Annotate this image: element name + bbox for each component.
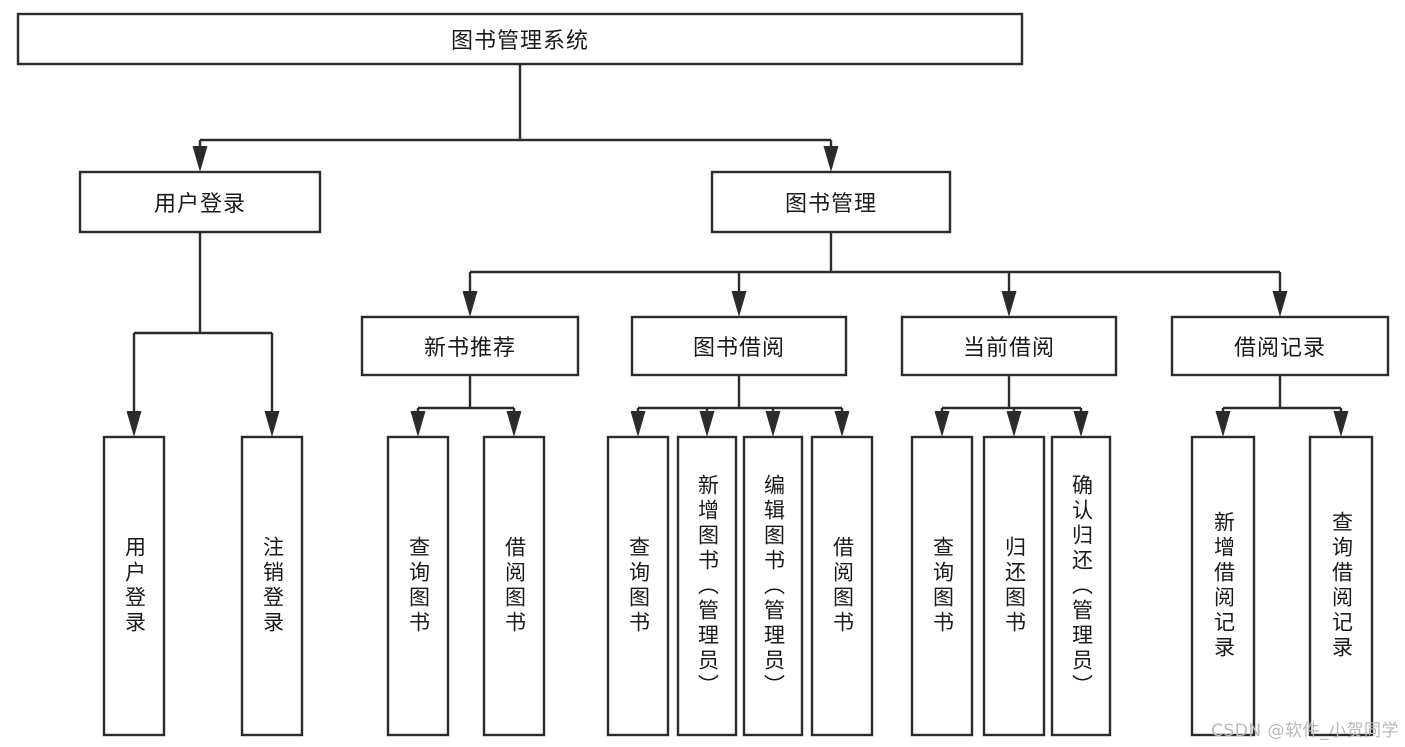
arrow-head-icon	[462, 291, 478, 317]
node-box-leaf-9[interactable]	[910, 435, 974, 737]
arrow-head-icon	[1001, 291, 1017, 317]
node-box-leaf-5[interactable]	[606, 435, 670, 737]
arrow-head-icon	[765, 411, 781, 437]
arrow-head-icon	[192, 146, 208, 172]
edge-group-login	[126, 232, 280, 437]
node-box-recommend[interactable]	[360, 315, 580, 377]
node-box-leaf-1[interactable]	[102, 435, 166, 737]
node-box-leaf-11[interactable]	[1050, 435, 1112, 737]
arrow-head-icon	[1333, 411, 1349, 437]
edge-group-recommend	[410, 375, 522, 437]
arrow-head-icon	[1215, 411, 1231, 437]
node-box-records[interactable]	[1170, 315, 1390, 377]
node-box-leaf-6[interactable]	[676, 435, 738, 737]
edge-group-bookmgmt	[462, 232, 1288, 317]
node-box-login[interactable]	[78, 170, 322, 234]
arrow-head-icon	[126, 411, 142, 437]
node-box-bookmgmt[interactable]	[710, 170, 952, 234]
node-box-leaf-7[interactable]	[742, 435, 804, 737]
edge-group-borrow	[630, 375, 850, 437]
arrow-head-icon	[699, 411, 715, 437]
node-box-leaf-2[interactable]	[240, 435, 304, 737]
arrow-head-icon	[1006, 411, 1022, 437]
edge-group-current	[934, 375, 1089, 437]
arrow-head-icon	[1073, 411, 1089, 437]
arrow-head-icon	[823, 146, 839, 172]
arrow-head-icon	[410, 411, 426, 437]
nodes-layer	[16, 12, 1390, 737]
arrow-head-icon	[630, 411, 646, 437]
arrow-head-icon	[264, 411, 280, 437]
node-box-borrow[interactable]	[630, 315, 848, 377]
edges-layer	[126, 64, 1349, 437]
node-box-leaf-3[interactable]	[386, 435, 450, 737]
node-box-leaf-8[interactable]	[810, 435, 874, 737]
arrow-head-icon	[1272, 291, 1288, 317]
node-box-leaf-4[interactable]	[482, 435, 546, 737]
edge-group-records	[1215, 375, 1349, 437]
node-box-current[interactable]	[900, 315, 1118, 377]
arrow-head-icon	[934, 411, 950, 437]
node-box-leaf-13[interactable]	[1308, 435, 1374, 737]
arrow-head-icon	[506, 411, 522, 437]
node-box-leaf-12[interactable]	[1190, 435, 1256, 737]
node-box-root[interactable]	[16, 12, 1024, 66]
node-box-leaf-10[interactable]	[982, 435, 1046, 737]
arrow-head-icon	[731, 291, 747, 317]
arrow-head-icon	[834, 411, 850, 437]
edge-group-root	[192, 64, 839, 172]
